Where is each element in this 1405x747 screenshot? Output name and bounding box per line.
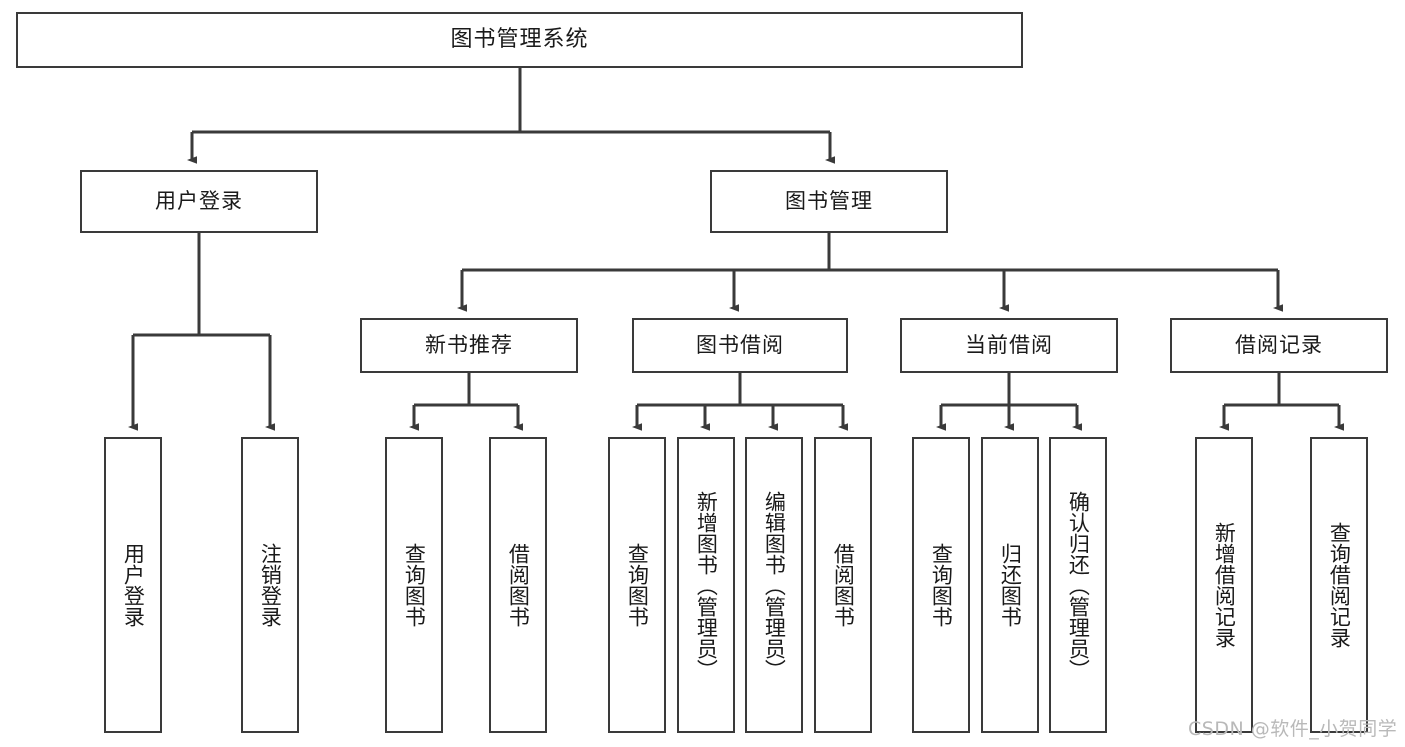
- node-label: 用户登录: [155, 188, 243, 213]
- leaf-borrow-record-add-record[interactable]: 新增借阅记录: [1195, 437, 1253, 733]
- leaf-book-borrow-edit-book-admin[interactable]: 编辑图书（管理员）: [745, 437, 803, 733]
- leaf-current-borrow-query-book[interactable]: 查询图书: [912, 437, 970, 733]
- node-label: 归还图书: [998, 543, 1023, 627]
- csdn-watermark: CSDN @软件_小贺同学: [1188, 718, 1398, 740]
- node-label: 借阅记录: [1235, 332, 1323, 357]
- leaf-new-book-query-book[interactable]: 查询图书: [385, 437, 443, 733]
- node-book-borrow[interactable]: 图书借阅: [632, 318, 848, 373]
- leaf-user-login-login[interactable]: 用户登录: [104, 437, 162, 733]
- node-label: 借阅图书: [831, 543, 856, 627]
- leaf-book-borrow-add-book-admin[interactable]: 新增图书（管理员）: [677, 437, 735, 733]
- node-label: 当前借阅: [965, 332, 1053, 357]
- node-label: 编辑图书（管理员）: [762, 490, 787, 680]
- node-label: 新增借阅记录: [1212, 522, 1237, 648]
- node-user-login[interactable]: 用户登录: [80, 170, 318, 233]
- node-label: 新增图书（管理员）: [694, 490, 719, 680]
- node-label: 新书推荐: [425, 332, 513, 357]
- node-label: 图书管理: [785, 188, 873, 213]
- node-label: 借阅图书: [506, 543, 531, 627]
- node-borrow-record[interactable]: 借阅记录: [1170, 318, 1388, 373]
- node-label: 查询图书: [402, 543, 427, 627]
- node-label: 用户登录: [121, 543, 146, 627]
- leaf-borrow-record-query-record[interactable]: 查询借阅记录: [1310, 437, 1368, 733]
- node-label: 图书借阅: [696, 332, 784, 357]
- leaf-book-borrow-query-book[interactable]: 查询图书: [608, 437, 666, 733]
- leaf-book-borrow-borrow-book[interactable]: 借阅图书: [814, 437, 872, 733]
- node-book-management[interactable]: 图书管理: [710, 170, 948, 233]
- node-root-book-management-system[interactable]: 图书管理系统: [16, 12, 1023, 68]
- node-current-borrow[interactable]: 当前借阅: [900, 318, 1118, 373]
- leaf-new-book-borrow-book[interactable]: 借阅图书: [489, 437, 547, 733]
- node-label: 查询图书: [929, 543, 954, 627]
- node-label: 图书管理系统: [450, 26, 589, 52]
- node-label: 注销登录: [258, 543, 283, 627]
- leaf-current-borrow-confirm-return-admin[interactable]: 确认归还（管理员）: [1049, 437, 1107, 733]
- node-label: 查询图书: [625, 543, 650, 627]
- node-label: 查询借阅记录: [1327, 522, 1352, 648]
- node-new-book-recommend[interactable]: 新书推荐: [360, 318, 578, 373]
- leaf-user-login-logout[interactable]: 注销登录: [241, 437, 299, 733]
- node-label: 确认归还（管理员）: [1066, 490, 1091, 680]
- leaf-current-borrow-return-book[interactable]: 归还图书: [981, 437, 1039, 733]
